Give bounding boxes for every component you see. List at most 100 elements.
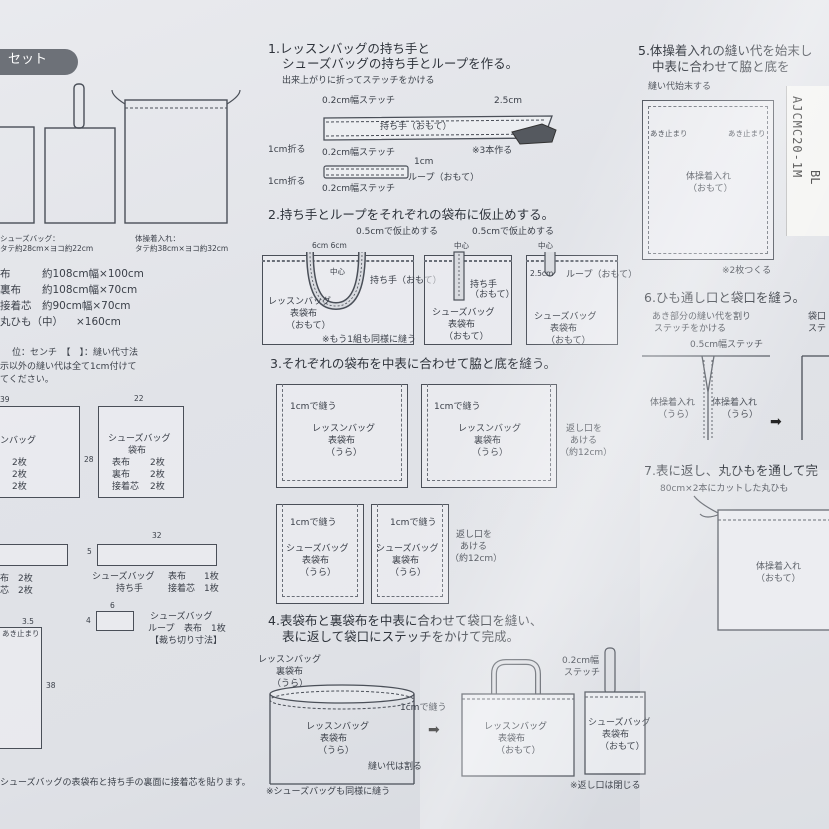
step2-shoe-bag-b: シューズバッグ xyxy=(534,312,597,322)
dim-3-5: 3.5 xyxy=(22,617,34,626)
loop-row: 表布 1枚 xyxy=(184,624,226,634)
shoe-handle-title: シューズバッグ xyxy=(92,572,155,582)
step4-title-1: 4.表袋布と裏袋布を中表に合わせて袋口を縫い、 xyxy=(268,613,543,628)
step2-shoe-dash-a xyxy=(424,260,512,262)
handle-partial-0: 布 2枚 xyxy=(0,574,33,584)
shoe-bag-panel-row-2a: 接着芯 xyxy=(112,482,140,492)
gym-bag-label: 体操着入れ： xyxy=(135,234,180,243)
step3-return-open: 返し口を xyxy=(566,424,603,434)
step3-lesson-bag-b: レッスンバッグ xyxy=(458,424,522,434)
shoe-handle-strip xyxy=(97,544,217,566)
step2-omote-a: （おもて） xyxy=(444,332,489,342)
step4-lesson-lining: レッスンバッグ xyxy=(258,655,322,665)
step4-note-close: ※返し口は閉じる xyxy=(570,781,641,791)
step2-center-a: 中心 xyxy=(330,267,345,276)
note-2: 示以外の縫い代は全て1cm付けて xyxy=(0,362,137,372)
shoe-bag-panel-row-0a: 表布 xyxy=(112,458,131,468)
product-tag xyxy=(786,86,829,236)
shoe-bag-panel-row-0b: 2枚 xyxy=(150,458,165,468)
step1-width-25: 2.5cm xyxy=(494,96,523,106)
step3-sew-c: 1cmで縫う xyxy=(290,518,337,528)
handle-strip-drawing xyxy=(323,115,557,145)
step1-title-1: 1.レッスンバッグの持ち手と xyxy=(268,41,430,56)
step1-stitch-c: 0.2cm幅ステッチ xyxy=(322,184,396,194)
step6-sub1: あき部分の縫い代を割り xyxy=(652,312,752,322)
step4-finished-lesson xyxy=(461,659,575,777)
note-3: てください。 xyxy=(0,375,54,385)
step4-fin-shoe: シューズバッグ xyxy=(588,718,651,728)
step3-sew-d: 1cmで縫う xyxy=(390,518,437,528)
gym-bag-panel-partial xyxy=(0,627,42,749)
step3-lining: 裏袋布 xyxy=(474,436,502,446)
shoe-bag-panel-row-1b: 2枚 xyxy=(150,470,165,480)
step3-lesson-outer xyxy=(276,384,408,488)
step2-center-b: 中心 xyxy=(454,241,469,250)
lesson-handle-strip xyxy=(0,544,68,566)
step2-lesson-bag: レッスンバッグ xyxy=(268,297,332,307)
step4-ura2: （うら） xyxy=(318,746,355,756)
step5-label2: （おもて） xyxy=(688,184,733,194)
dim-4: 4 xyxy=(86,616,91,625)
shoe-handle-row-1a: 接着芯 xyxy=(168,584,196,594)
step6-label1: 体操着入れ xyxy=(650,398,696,408)
step3-shoe-outer-seam xyxy=(282,504,358,597)
step6-partial1: 袋口 xyxy=(808,312,827,322)
step2-omote: （おもて） xyxy=(286,321,331,331)
step4-tube-drawing xyxy=(269,684,415,785)
step1-stitch-b: 0.2cm幅ステッチ xyxy=(322,148,396,158)
dim-28: 28 xyxy=(84,455,94,464)
step3-shoe-lining xyxy=(371,504,449,604)
loop-piece xyxy=(96,611,134,631)
step2-handle: 持ち手（おもて） xyxy=(370,276,442,286)
step4-title-2: 表に返して袋口にステッチをかけて完成。 xyxy=(282,629,520,644)
loop-sub: ループ xyxy=(148,624,175,634)
shoe-handle-sub: 持ち手 xyxy=(116,584,144,594)
step5-label1: 体操着入れ xyxy=(686,172,732,182)
open-label-left: あき止まり xyxy=(2,629,40,638)
step5-title-2: 中表に合わせて脇と底を xyxy=(652,59,790,74)
step3-shoe-outer xyxy=(276,504,364,604)
step4-ura: （うら） xyxy=(272,679,309,689)
step4-fin-lesson: レッスンバッグ xyxy=(484,722,548,732)
step6-label3: 体操着入れ xyxy=(712,398,758,408)
step2-lesson-panel xyxy=(262,255,414,345)
step4-seam-fold: 縫い代は割る xyxy=(368,762,423,772)
step4-fin-shoe-omote: （おもて） xyxy=(600,742,645,752)
shoe-handle-row-0a: 表布 xyxy=(168,572,187,582)
handle-partial-1: 芯 2枚 xyxy=(0,586,33,596)
step2-outer-a: 表袋布 xyxy=(448,320,476,330)
step2-loop xyxy=(544,252,556,277)
step7-sub: 80cm×2本にカットした丸ひも xyxy=(660,484,789,494)
step2-gap: 6cm 6cm xyxy=(312,241,347,250)
step3-ura-c: （うら） xyxy=(390,568,427,578)
dim-38: 38 xyxy=(46,681,56,690)
step3-lesson-outer-seam xyxy=(282,384,402,481)
step2-shoe-handle xyxy=(453,251,465,301)
step2-omote-b: （おもて） xyxy=(546,336,591,346)
step4-fin-outer: 表袋布 xyxy=(498,734,526,744)
step7-title: 7.表に返し、丸ひもを通して完 xyxy=(644,463,819,478)
dim-6: 6 xyxy=(110,601,115,610)
step5-make-two: ※2枚つくる xyxy=(722,266,772,276)
lesson-bag-panel-partial xyxy=(0,406,80,498)
step4-note-same: ※シューズバッグも同様に縫う xyxy=(266,787,391,797)
step3-sew-a: 1cmで縫う xyxy=(290,402,337,412)
step1-fold-b: 1cm折る xyxy=(268,177,306,187)
loop-strip-drawing xyxy=(323,165,409,179)
step3-return-size-b: （約12cm） xyxy=(450,554,503,564)
step5-gym-panel xyxy=(642,100,774,260)
step6-stitch: 0.5cm幅ステッチ xyxy=(690,340,764,350)
step6-partial2: ステ xyxy=(808,324,827,334)
step2-lesson-handle xyxy=(306,251,366,311)
step3-outer: 表袋布 xyxy=(328,436,356,446)
step3-return-open-b2: あける xyxy=(460,542,488,552)
shoe-bag-panel-sub: 袋布 xyxy=(128,446,147,456)
step7-label2: （おもて） xyxy=(756,574,801,584)
step2-outer: 表袋布 xyxy=(290,309,318,319)
shoe-handle-row-1b: 1枚 xyxy=(204,584,219,594)
gym-bag-size: タテ約38cm×ヨコ約32cm xyxy=(135,244,229,253)
lesson-partial-row-0: 2枚 xyxy=(12,458,27,468)
unit-note: 位：センチ 【 】：縫い代寸法 xyxy=(12,348,139,358)
step4-lesson-outer: レッスンバッグ xyxy=(306,722,370,732)
step3-ura: （うら） xyxy=(326,448,363,458)
